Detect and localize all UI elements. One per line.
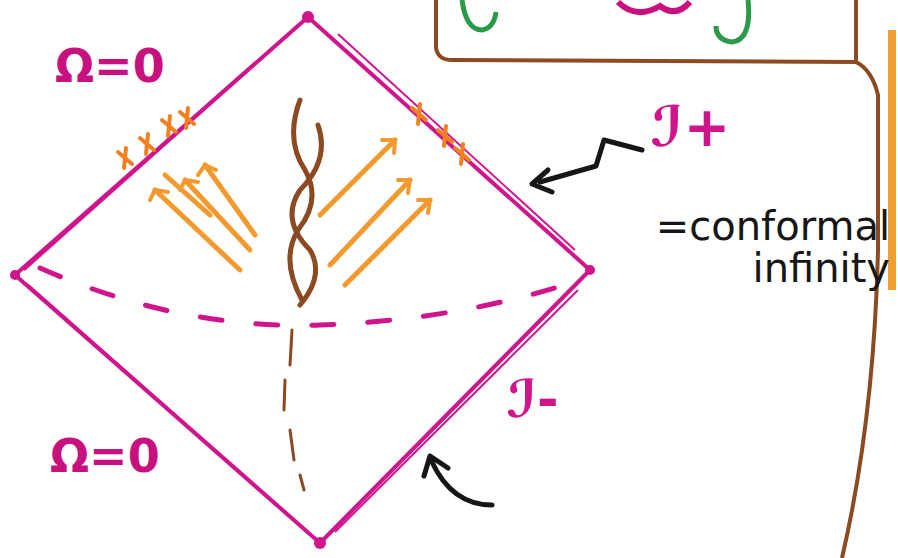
worldline — [284, 100, 321, 490]
pointer-arrow — [424, 140, 642, 505]
scri-label: ℐ+ — [650, 98, 730, 157]
ray-head — [150, 140, 430, 213]
dashed-slice — [40, 268, 580, 325]
box-outline — [436, 0, 856, 62]
boundary-label: Ω=0 — [55, 42, 165, 90]
diamond-boundary — [15, 17, 590, 543]
green-mark — [462, 0, 496, 30]
boundary-label: Ω=0 — [50, 432, 160, 480]
magenta-mark — [618, 2, 690, 12]
note-label: =conformal infinity — [598, 205, 890, 289]
brown-line — [842, 62, 878, 558]
cross-mark — [118, 104, 469, 168]
light-ray — [155, 140, 430, 285]
scri-label: ℐ- — [506, 372, 559, 427]
corner-dot — [10, 11, 595, 549]
green-mark — [716, 0, 749, 42]
